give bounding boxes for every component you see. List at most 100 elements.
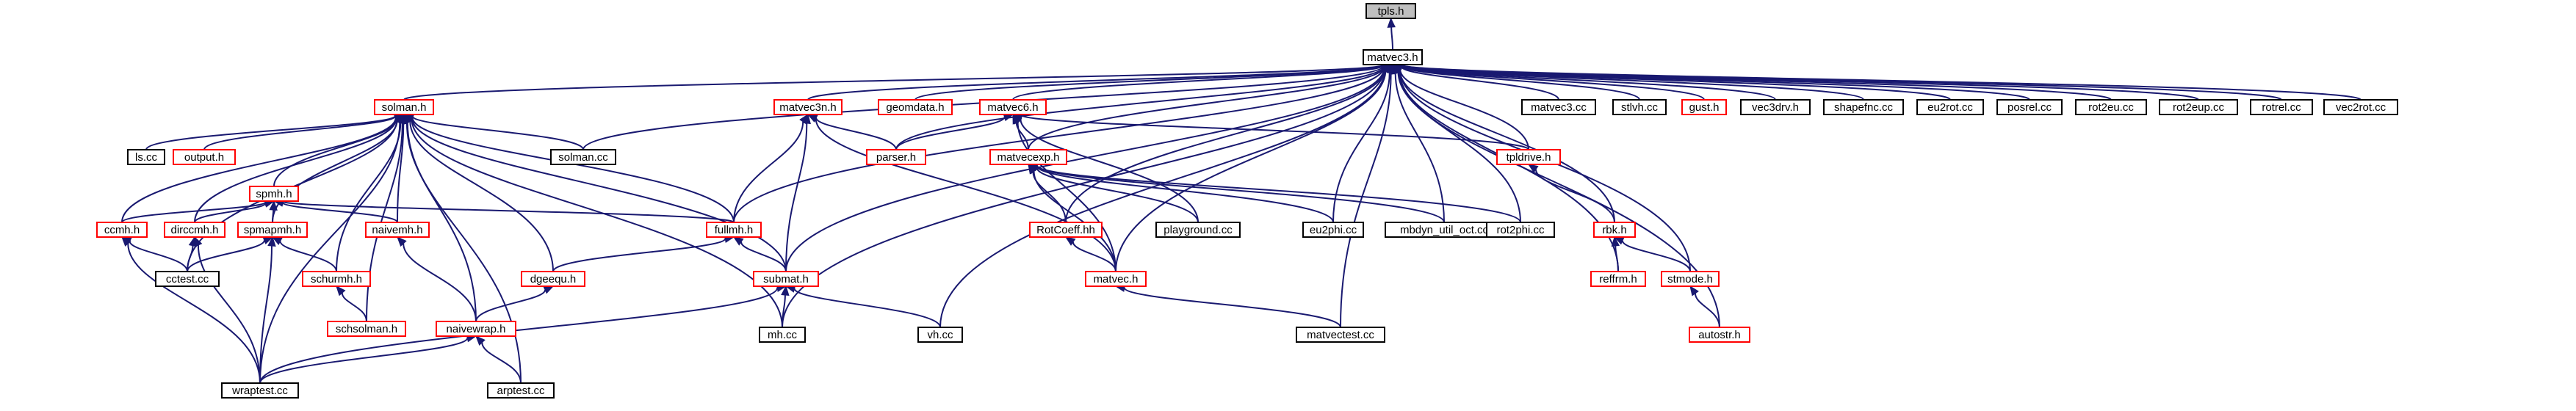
node-fullmh-h[interactable]: fullmh.h <box>706 222 762 238</box>
node-rot2phi-cc[interactable]: rot2phi.cc <box>1486 222 1555 238</box>
node-box <box>1996 99 2063 115</box>
node-dirccmh-h[interactable]: dirccmh.h <box>164 222 226 238</box>
arrowhead-schsolman_h-to-schurmh_h <box>336 285 346 297</box>
node-ls-cc[interactable]: ls.cc <box>127 149 165 165</box>
node-dgeequ-h[interactable]: dgeequ.h <box>521 271 585 287</box>
node-vh-cc[interactable]: vh.cc <box>917 327 963 343</box>
edge-vec2rot_cc-to-matvec3_h <box>1400 64 2362 101</box>
node-vec3drv-h[interactable]: vec3drv.h <box>1740 99 1811 115</box>
edge-matvec_h-to-rotcoeff_hh <box>1072 241 1116 272</box>
node-box <box>96 222 148 238</box>
node-box <box>127 149 165 165</box>
edge-gust_h-to-matvec3_h <box>1400 65 1705 101</box>
node-label: shapefnc.cc <box>1834 101 1894 114</box>
arrowhead-spmapmh_h-to-spmh_h <box>269 200 278 211</box>
node-cctest-cc[interactable]: cctest.cc <box>155 271 220 287</box>
node-box <box>550 149 616 165</box>
node-rot2eu-cc[interactable]: rot2eu.cc <box>2075 99 2147 115</box>
edge-matvectest_cc-to-matvec_h <box>1123 287 1341 328</box>
edge-matvec_h-to-matvec6_h <box>1017 122 1116 272</box>
edge-submat_h-to-solman_h <box>411 117 787 272</box>
node-spmh-h[interactable]: spmh.h <box>249 186 299 202</box>
node-box <box>1521 99 1596 115</box>
node-label: schurmh.h <box>311 273 362 285</box>
node-wraptest-cc[interactable]: wraptest.cc <box>221 382 299 399</box>
arrowhead-matvec_h-to-rotcoeff_hh <box>1064 236 1076 246</box>
node-solman-cc[interactable]: solman.cc <box>550 149 616 165</box>
node-solman-h[interactable]: solman.h <box>374 99 434 115</box>
node-matvec-h[interactable]: matvec.h <box>1085 271 1147 287</box>
node-rotrel-cc[interactable]: rotrel.cc <box>2250 99 2313 115</box>
node-box <box>753 271 819 287</box>
edge-rotcoeff_hh-to-matvec3_h <box>1065 68 1386 223</box>
node-label: naivemh.h <box>372 224 422 236</box>
node-label: rot2eup.cc <box>2173 101 2225 114</box>
arrowhead-matvec3_h-to-tpls_h <box>1387 17 1396 28</box>
edge-stmode_h-to-rbk_h <box>1621 240 1691 272</box>
node-label: vh.cc <box>927 329 953 341</box>
node-gust-h[interactable]: gust.h <box>1681 99 1727 115</box>
edge-matvec_h-to-matvec3_h <box>1115 70 1387 272</box>
node-matvec3-cc[interactable]: matvec3.cc <box>1521 99 1596 115</box>
node-spmapmh-h[interactable]: spmapmh.h <box>237 222 308 238</box>
node-box <box>237 222 308 238</box>
node-rbk-h[interactable]: rbk.h <box>1593 222 1636 238</box>
node-posrel-cc[interactable]: posrel.cc <box>1996 99 2063 115</box>
node-box <box>164 222 226 238</box>
node-box <box>1085 271 1147 287</box>
node-mbdyn-util-oct-cc[interactable]: mbdyn_util_oct.cc <box>1385 222 1504 238</box>
node-reffrm-h[interactable]: reffrm.h <box>1590 271 1646 287</box>
node-arptest-cc[interactable]: arptest.cc <box>487 382 555 399</box>
node-submat-h[interactable]: submat.h <box>753 271 819 287</box>
edge-naivewrap_h-to-dgeequ_h <box>475 289 546 322</box>
node-box <box>1612 99 1667 115</box>
node-ccmh-h[interactable]: ccmh.h <box>96 222 148 238</box>
node-stlvh-cc[interactable]: stlvh.cc <box>1612 99 1667 115</box>
node-rot2eup-cc[interactable]: rot2eup.cc <box>2159 99 2238 115</box>
node-box <box>1593 222 1636 238</box>
node-label: dgeequ.h <box>530 273 577 285</box>
node-geomdata-h[interactable]: geomdata.h <box>878 99 953 115</box>
edge-submat_h-to-matvec3_h <box>785 67 1385 272</box>
node-autostr-h[interactable]: autostr.h <box>1689 327 1750 343</box>
node-box <box>2323 99 2398 115</box>
node-box <box>155 271 220 287</box>
node-naivemh-h[interactable]: naivemh.h <box>365 222 430 238</box>
node-mh-cc[interactable]: mh.cc <box>759 327 806 343</box>
node-box <box>436 321 516 337</box>
node-matvectest-cc[interactable]: matvectest.cc <box>1296 327 1385 343</box>
node-vec2rot-cc[interactable]: vec2rot.cc <box>2323 99 2398 115</box>
node-matvec3-h[interactable]: matvec3.h <box>1363 49 1423 65</box>
node-box <box>878 99 953 115</box>
node-tpls-h: tpls.h <box>1365 3 1416 19</box>
edge-ls_cc-to-solman_h <box>145 114 397 150</box>
arrowhead-wraptest_cc-to-solman_h <box>396 113 405 125</box>
node-label: arptest.cc <box>497 385 545 397</box>
node-rotcoeff-hh[interactable]: RotCoeff.hh <box>1029 222 1103 238</box>
node-label: geomdata.h <box>886 101 944 114</box>
node-playground-cc[interactable]: playground.cc <box>1155 222 1241 238</box>
node-parser-h[interactable]: parser.h <box>866 149 926 165</box>
node-label: eu2phi.cc <box>1310 224 1357 236</box>
node-box <box>1916 99 1984 115</box>
node-box <box>249 186 299 202</box>
node-eu2phi-cc[interactable]: eu2phi.cc <box>1302 222 1364 238</box>
node-stmode-h[interactable]: stmode.h <box>1661 271 1720 287</box>
node-matvecexp-h[interactable]: matvecexp.h <box>989 149 1067 165</box>
edge-ccmh_h-to-spmh_h <box>121 201 267 223</box>
node-box <box>1302 222 1364 238</box>
node-label: matvec3n.h <box>779 101 837 114</box>
edge-matvec6_h-to-matvec3_h <box>1012 65 1385 101</box>
node-tpldrive-h[interactable]: tpldrive.h <box>1496 149 1561 165</box>
node-naivewrap-h[interactable]: naivewrap.h <box>436 321 516 337</box>
node-output-h[interactable]: output.h <box>173 149 236 165</box>
node-schsolman-h[interactable]: schsolman.h <box>327 321 406 337</box>
node-schurmh-h[interactable]: schurmh.h <box>302 271 371 287</box>
node-shapefnc-cc[interactable]: shapefnc.cc <box>1823 99 1904 115</box>
edge-wraptest_cc-to-naivewrap_h <box>259 338 469 384</box>
node-eu2rot-cc[interactable]: eu2rot.cc <box>1916 99 1984 115</box>
node-matvec6-h[interactable]: matvec6.h <box>979 99 1047 115</box>
node-matvec3n-h[interactable]: matvec3n.h <box>773 99 843 115</box>
edge-rot2phi_cc-to-matvec3_h <box>1397 71 1521 223</box>
